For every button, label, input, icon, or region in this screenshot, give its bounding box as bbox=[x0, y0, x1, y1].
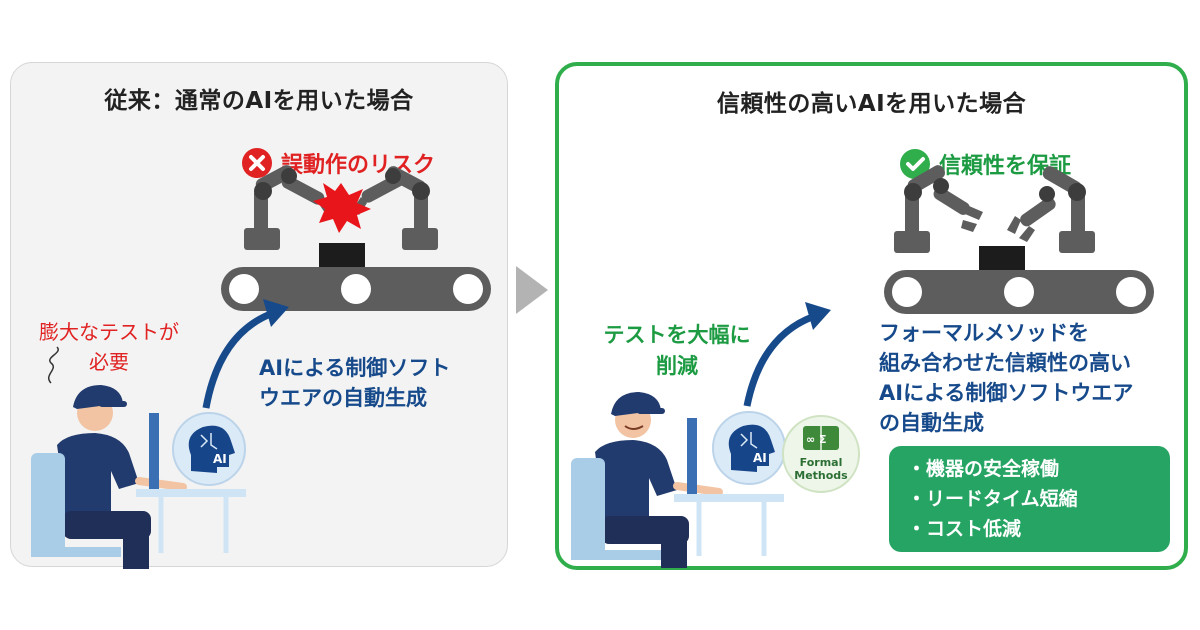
benefit-item: 機器の安全稼働 bbox=[907, 454, 1170, 484]
conventional-description: AIによる制御ソフト ウエアの自動生成 bbox=[259, 356, 451, 410]
robot-arm-right bbox=[1007, 166, 1095, 253]
formal-methods-line1: Formal bbox=[800, 456, 843, 469]
risk-status-label: 誤動作のリスク bbox=[281, 153, 436, 178]
robot-conveyor-safe: AI ∞ Σ Formal Methods bbox=[571, 165, 1154, 568]
conveyor-belt bbox=[884, 270, 1154, 314]
product-box bbox=[979, 246, 1025, 270]
ai-head-label: AI bbox=[753, 451, 767, 465]
flow-arrow-left bbox=[202, 299, 289, 409]
formal-methods-badge: ∞ Σ Formal Methods bbox=[782, 415, 860, 493]
ai-head-label: AI bbox=[213, 452, 227, 466]
risk-status: 誤動作のリスク bbox=[241, 147, 435, 179]
robot-arm-left bbox=[894, 165, 983, 253]
triangle-arrow-right-icon bbox=[516, 266, 548, 314]
reliable-description: フォーマルメソッドを 組み合わせた信頼性の高い AIによる制御ソフトウエア の自… bbox=[879, 321, 1134, 435]
x-circle-icon bbox=[242, 148, 272, 178]
collision-burst-icon bbox=[313, 183, 371, 233]
conventional-ai-panel: 従来：通常のAIを用いた場合 誤動作のリスク bbox=[10, 62, 508, 569]
benefit-item: コスト低減 bbox=[907, 514, 1170, 544]
conveyor-belt bbox=[221, 267, 491, 311]
stressed-worker-illustration bbox=[31, 346, 246, 569]
product-box bbox=[319, 243, 365, 267]
reliable-panel-title: 信頼性の高いAIを用いた場合 bbox=[716, 91, 1027, 117]
robot-conveyor-malfunction: AI bbox=[31, 165, 491, 569]
formal-methods-line2: Methods bbox=[794, 469, 848, 482]
ai-head-icon: AI bbox=[712, 411, 786, 485]
ai-head-icon: AI bbox=[172, 412, 246, 486]
relaxed-worker-illustration bbox=[571, 392, 784, 568]
formal-methods-symbols: ∞ Σ bbox=[806, 433, 827, 446]
conventional-panel-title: 従来：通常のAIを用いた場合 bbox=[104, 88, 414, 114]
testing-reduction-note: テストを大幅に 削減 bbox=[603, 323, 751, 378]
benefit-item: リードタイム短縮 bbox=[907, 484, 1170, 514]
massive-testing-note: 膨大なテストが 必要 bbox=[39, 320, 179, 374]
check-circle-icon bbox=[900, 149, 930, 179]
robot-arm-left bbox=[244, 165, 331, 250]
reliable-ai-panel: 信頼性の高いAIを用いた場合 信頼性を保証 bbox=[555, 62, 1188, 570]
flow-arrow-right bbox=[743, 302, 831, 407]
benefits-box: 機器の安全稼働 リードタイム短縮 コスト低減 bbox=[889, 446, 1170, 552]
